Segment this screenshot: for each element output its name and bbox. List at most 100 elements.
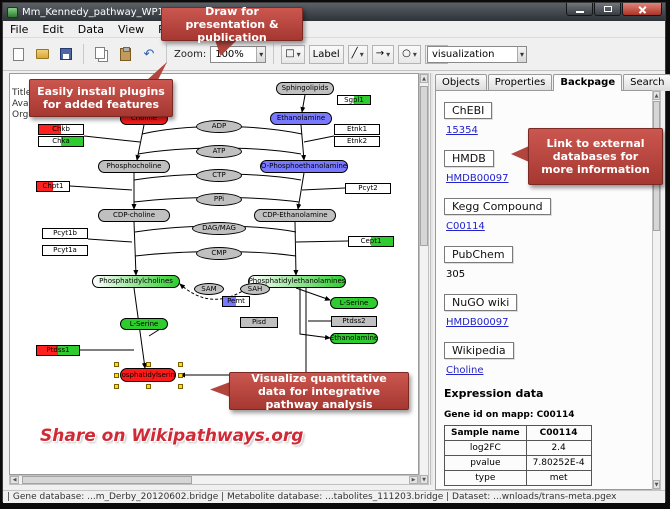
pathway-node-pcyt1a[interactable]: Pcyt1a: [42, 245, 88, 256]
selection-handle[interactable]: [178, 373, 183, 378]
panel-splitter[interactable]: [430, 73, 433, 485]
minimize-button[interactable]: [566, 3, 593, 16]
pathway-node-sam[interactable]: SAM: [194, 283, 224, 295]
tab-objects[interactable]: Objects: [435, 74, 487, 91]
pathway-node-chpt1[interactable]: Chpt1: [36, 181, 70, 192]
pathway-node-ptdss1[interactable]: Ptdss1: [36, 345, 80, 356]
chevron-down-icon: ▾: [386, 49, 391, 59]
arrow-tool-dropdown[interactable]: → ▾: [371, 44, 395, 64]
menu-bar: File Edit Data View Plugins Help: [3, 21, 665, 38]
copy-button[interactable]: [91, 44, 111, 64]
undo-button[interactable]: ↶: [139, 44, 159, 64]
menu-file[interactable]: File: [10, 22, 29, 36]
scroll-right-icon[interactable]: ▶: [409, 476, 418, 484]
tab-search[interactable]: Search: [623, 74, 670, 91]
pathway-node-cdp-choline[interactable]: CDP-choline: [98, 209, 170, 222]
pathway-node-cmp[interactable]: CMP: [196, 247, 242, 260]
pathway-node-etnk1[interactable]: Etnk1: [334, 124, 380, 135]
table-row: type met: [444, 470, 592, 486]
tab-backpage[interactable]: Backpage: [553, 74, 623, 91]
pathway-node-etnk2[interactable]: Etnk2: [334, 136, 380, 147]
wikipedia-link[interactable]: Choline: [446, 365, 484, 376]
menu-view[interactable]: View: [118, 22, 145, 36]
pathway-node-ethanolamine[interactable]: Ethanolamine: [330, 333, 378, 344]
pathway-node-chkb[interactable]: Chkb: [38, 124, 84, 135]
pathway-node-dag-mag[interactable]: DAG/MAG: [192, 222, 246, 235]
pathway-node-l-serine[interactable]: L-Serine: [120, 318, 168, 330]
maximize-button[interactable]: [594, 3, 621, 16]
chevron-down-icon: ▾: [516, 47, 526, 62]
pathway-node-pcyt1b[interactable]: Pcyt1b: [42, 228, 88, 239]
pathway-node-cept1[interactable]: Cept1: [348, 236, 394, 247]
pathway-node-pcyt2[interactable]: Pcyt2: [345, 183, 391, 194]
line-tool-dropdown[interactable]: ╱ ▾: [347, 44, 368, 64]
pathway-node-phosphocholine[interactable]: Phosphocholine: [98, 160, 170, 173]
vertical-scroll-thumb[interactable]: [420, 86, 428, 246]
scroll-left-icon[interactable]: ◀: [10, 476, 19, 484]
section-header-nugo: NuGO wiki: [444, 294, 518, 311]
shape-tool-dropdown[interactable]: ○ ▾: [398, 44, 421, 64]
chebi-id-link[interactable]: 15354: [446, 125, 478, 136]
open-button[interactable]: [32, 44, 52, 64]
pathway-node-chka[interactable]: Chka: [38, 136, 84, 147]
pathway-node-atp[interactable]: ATP: [196, 145, 242, 158]
new-button[interactable]: [8, 44, 28, 64]
pathway-node-sah[interactable]: SAH: [240, 283, 270, 295]
selection-handle[interactable]: [114, 384, 119, 389]
kegg-id-link[interactable]: C00114: [446, 221, 485, 232]
pathway-node-ptdss2[interactable]: Ptdss2: [331, 316, 377, 327]
selection-handle[interactable]: [178, 362, 183, 367]
visualization-combobox[interactable]: visualization ▾: [427, 46, 527, 63]
callout-draw-presentation: Draw for presentation & publication: [161, 5, 303, 44]
selection-handle[interactable]: [114, 373, 119, 378]
save-button[interactable]: [56, 44, 76, 64]
selection-handle[interactable]: [178, 384, 183, 389]
pathway-node-phosphatidylserines[interactable]: Phosphatidylserines: [120, 368, 176, 382]
close-icon: [638, 5, 647, 14]
scroll-up-icon[interactable]: ▲: [420, 74, 428, 83]
pathway-node-phosphatidylcholines[interactable]: Phosphatidylcholines: [92, 275, 180, 288]
tab-properties[interactable]: Properties: [487, 74, 553, 91]
new-file-icon: [12, 47, 24, 61]
scroll-down-icon[interactable]: ▼: [420, 475, 428, 484]
section-header-chebi: ChEBI: [444, 102, 493, 119]
horizontal-scrollbar[interactable]: ◀ ▶: [9, 475, 419, 485]
pathway-node-pisd[interactable]: Pisd: [240, 317, 278, 328]
share-on-wikipathways-text: Share on Wikipathways.org: [40, 426, 304, 446]
hmdb-id-link[interactable]: HMDB00097: [446, 173, 509, 184]
pathway-node-sphingolipids[interactable]: Sphingolipids: [276, 82, 334, 95]
pathway-node-o-phosphoethanolamine[interactable]: O-Phosphoethanolamine: [260, 160, 348, 173]
gene-id-line: Gene id on mapp: C00114: [444, 410, 575, 420]
selection-handle[interactable]: [114, 362, 119, 367]
title-bar[interactable]: Mm_Kennedy_pathway_WP1771_45176.gpml: [3, 3, 665, 21]
label-tool-text: Label: [312, 48, 340, 60]
datanode-tool-dropdown[interactable]: □ ▾: [281, 44, 305, 64]
scroll-up-icon[interactable]: ▲: [653, 91, 660, 100]
maximize-icon: [603, 6, 612, 12]
selection-handle[interactable]: [146, 362, 151, 367]
table-cell: 7.80252E-4: [525, 455, 592, 471]
section-header-wikipedia: Wikipedia: [444, 342, 514, 359]
label-tool-button[interactable]: Label: [308, 44, 344, 64]
pathway-node-l-serine[interactable]: L-Serine: [330, 297, 378, 309]
pathway-node-ppi[interactable]: PPi: [196, 193, 242, 206]
pathway-node-adp[interactable]: ADP: [196, 120, 242, 133]
vertical-scrollbar[interactable]: ▲ ▼: [419, 73, 429, 485]
pathway-node-ethanolamine[interactable]: Ethanolamine: [270, 112, 332, 125]
pathway-node-ctp[interactable]: CTP: [196, 169, 242, 182]
pathway-node-sgpl1[interactable]: Sgpl1: [337, 95, 371, 105]
menu-data[interactable]: Data: [77, 22, 104, 36]
horizontal-scroll-thumb[interactable]: [22, 476, 192, 484]
table-cell: Sample name: [444, 425, 527, 441]
selection-handle[interactable]: [146, 384, 151, 389]
paste-button[interactable]: [115, 44, 135, 64]
scroll-down-icon[interactable]: ▼: [653, 480, 660, 489]
close-button[interactable]: [622, 3, 662, 16]
menu-edit[interactable]: Edit: [42, 22, 64, 36]
pathway-node-cdp-ethanolamine[interactable]: CDP-Ethanolamine: [254, 209, 336, 222]
pathway-node-pemt[interactable]: Pemt: [222, 296, 250, 307]
nugo-id-link[interactable]: HMDB00097: [446, 317, 509, 328]
chevron-down-icon: ▾: [412, 49, 417, 59]
section-header-pubchem: PubChem: [444, 246, 513, 263]
